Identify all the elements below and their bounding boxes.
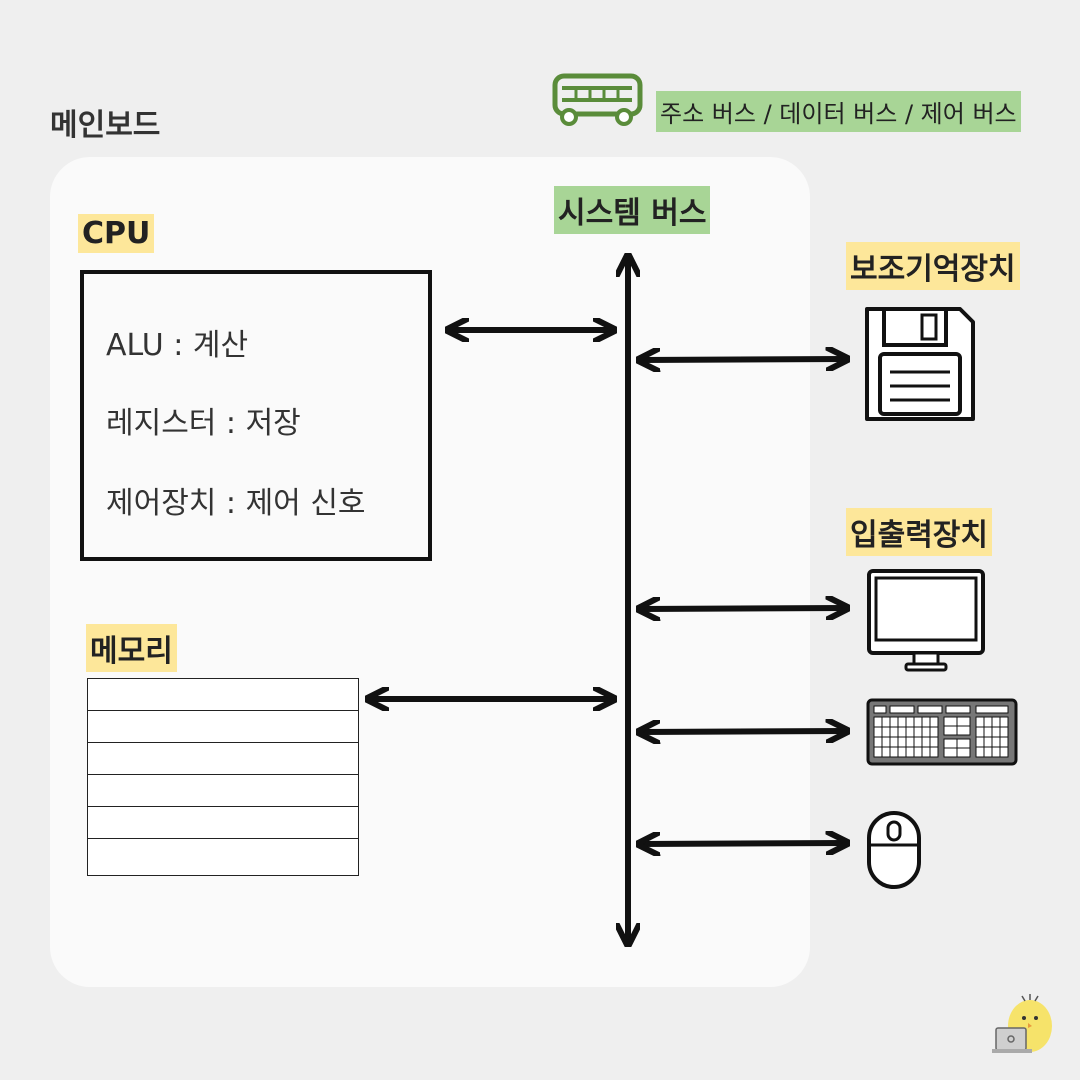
memory-label: 메모리: [86, 624, 177, 672]
memory-row: [87, 742, 359, 774]
cpu-control-unit-text: 제어장치 : 제어 신호: [106, 486, 366, 521]
cpu-alu-text: ALU : 계산: [106, 328, 249, 363]
memory-row: [87, 774, 359, 806]
mouse-icon: [867, 811, 921, 889]
mainboard-title: 메인보드: [50, 108, 161, 143]
cpu-register-text: 레지스터 : 저장: [106, 406, 301, 441]
memory-row: [87, 806, 359, 838]
bus-icon: [552, 73, 643, 126]
bus-legend-label: 주소 버스 / 데이터 버스 / 제어 버스: [656, 91, 1021, 132]
memory-row: [87, 838, 359, 876]
mascot-chick-icon: [992, 994, 1052, 1053]
keyboard-icon: [866, 698, 1018, 766]
auxiliary-storage-label: 보조기억장치: [846, 242, 1020, 290]
monitor-bus-arrow: [641, 608, 845, 609]
cpu-box: ALU : 계산 레지스터 : 저장 제어장치 : 제어 신호: [80, 270, 432, 561]
memory-row: [87, 678, 359, 710]
mouse-bus-arrow: [641, 843, 845, 844]
cpu-label: CPU: [78, 214, 155, 253]
floppy-disk-icon: [865, 307, 975, 421]
system-bus-label: 시스템 버스: [554, 186, 711, 234]
storage-bus-arrow: [641, 359, 845, 360]
memory-block: [87, 678, 359, 876]
io-device-label: 입출력장치: [846, 508, 992, 556]
keyboard-bus-arrow: [641, 731, 845, 732]
monitor-icon: [867, 569, 985, 672]
memory-row: [87, 710, 359, 742]
